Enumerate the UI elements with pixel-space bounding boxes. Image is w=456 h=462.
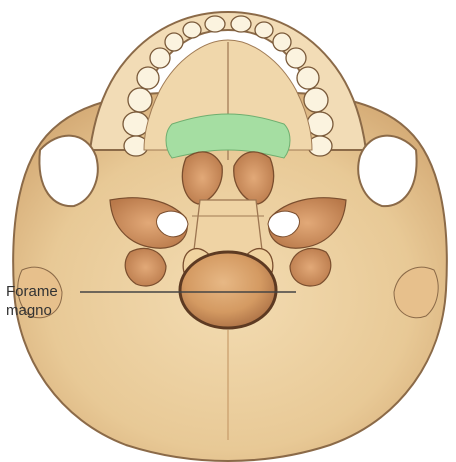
foramen-magnum-label: Forame magno <box>6 282 76 320</box>
label-line-2: magno <box>6 301 76 320</box>
foramen-magnum <box>180 252 276 328</box>
label-line-1: Forame <box>6 282 76 301</box>
